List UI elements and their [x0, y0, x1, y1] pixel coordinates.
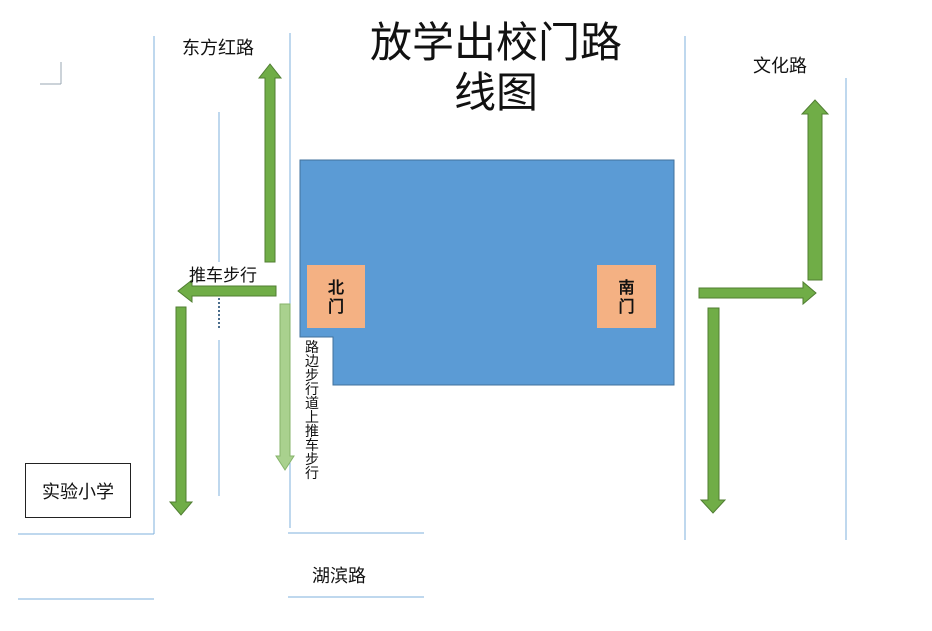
arrow-left-push-bike	[177, 278, 277, 304]
arrow-down-left	[168, 306, 194, 516]
school-label: 实验小学	[42, 481, 114, 503]
south-gate: 南门	[597, 265, 656, 328]
sidewalk-push-label: 路边步行道上推车步行	[305, 340, 319, 482]
arrow-down-right	[699, 307, 727, 514]
north-gate: 北门	[307, 265, 365, 328]
page-corner-icon	[40, 62, 62, 85]
diagram-title: 放学出校门路 线图	[369, 18, 622, 117]
road-label-wenhua: 文化路	[753, 56, 807, 77]
south-gate-label: 南门	[618, 277, 635, 316]
school-box: 实验小学	[25, 463, 131, 518]
arrow-up-wenhua	[800, 99, 830, 281]
road-label-dongfanghong: 东方红路	[182, 38, 254, 59]
road-label-hubin: 湖滨路	[312, 566, 366, 587]
arrow-up-dongfanghong	[257, 63, 283, 263]
campus-block	[299, 159, 675, 386]
arrow-right-wenhua	[698, 280, 817, 306]
arrow-down-sidewalk	[275, 303, 295, 471]
push-bike-label: 推车步行	[189, 266, 257, 286]
north-gate-label: 北门	[328, 277, 345, 316]
